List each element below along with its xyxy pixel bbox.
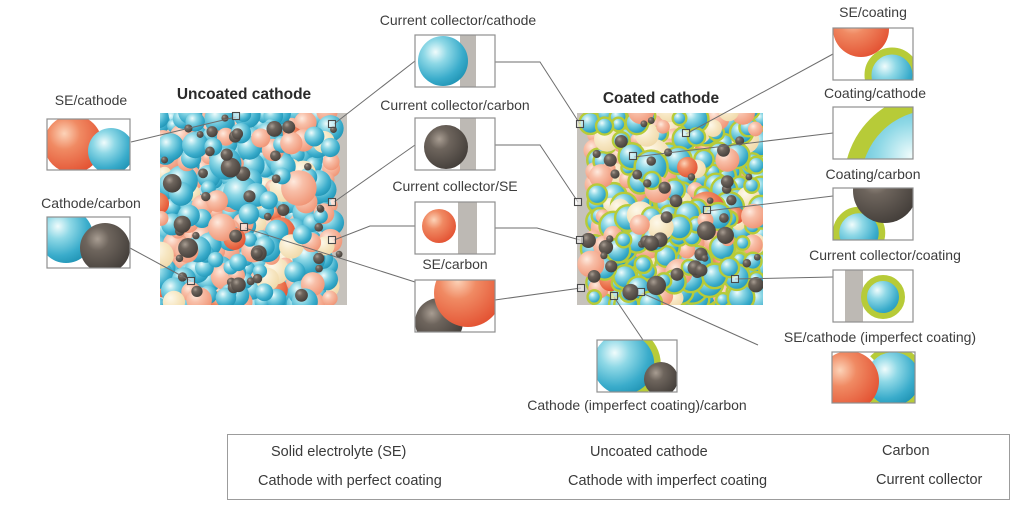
- interface-marker: [327, 119, 337, 129]
- connector-line: [633, 132, 834, 158]
- callout-label-cathode-imperfect-carbon: Cathode (imperfect coating)/carbon: [527, 397, 747, 413]
- interface-marker: [327, 197, 337, 207]
- callout-box-coating-carbon: [832, 187, 914, 241]
- interface-marker: [609, 291, 619, 301]
- connector-line: [706, 195, 834, 212]
- connector-lines: [129, 53, 834, 346]
- connector-line: [495, 227, 581, 241]
- legend-label-uncoated-cathode: Uncoated cathode: [590, 444, 708, 460]
- legend-label-carbon: Carbon: [882, 443, 930, 459]
- interface-markers: [186, 111, 740, 301]
- connector-line: [641, 292, 759, 346]
- callout-box-cc-coating: [832, 269, 914, 323]
- connector-line: [333, 144, 416, 203]
- connector-line: [244, 227, 416, 283]
- interface-marker: [231, 111, 241, 121]
- interface-marker: [576, 283, 586, 293]
- callout-label-se-cathode-imperfect: SE/cathode (imperfect coating): [783, 329, 977, 345]
- legend-box: [227, 434, 1010, 500]
- interface-marker: [681, 128, 691, 138]
- callout-label-cc-carbon: Current collector/carbon: [380, 97, 530, 113]
- callout-box-cathode-carbon: [46, 216, 131, 269]
- callout-box-se-carbon: [414, 279, 496, 333]
- interface-marker: [575, 119, 585, 129]
- uncoated-cathode-title: Uncoated cathode: [176, 86, 312, 103]
- callout-label-se-cathode: SE/cathode: [54, 92, 128, 108]
- interface-marker: [186, 276, 196, 286]
- connector-line: [333, 60, 416, 125]
- interface-marker: [702, 205, 712, 215]
- interface-marker: [636, 287, 646, 297]
- callout-label-cc-coating: Current collector/coating: [809, 247, 961, 263]
- interface-marker: [327, 235, 337, 245]
- callout-label-cc-cathode: Current collector/cathode: [379, 12, 537, 28]
- connector-line: [734, 276, 834, 280]
- callout-label-se-coating: SE/coating: [839, 4, 907, 20]
- callout-box-cathode-imperfect-carbon: [596, 339, 678, 393]
- coated-cathode-micrograph: [577, 113, 763, 305]
- callout-box-se-cathode: [46, 118, 131, 171]
- connector-line: [613, 296, 644, 341]
- callout-box-cc-se: [414, 201, 496, 255]
- connector-line: [129, 247, 192, 282]
- connector-line: [494, 287, 582, 301]
- callout-box-cc-cathode: [414, 34, 496, 88]
- connector-line: [495, 61, 581, 125]
- interface-marker: [575, 235, 585, 245]
- callout-label-cc-se: Current collector/SE: [392, 178, 518, 194]
- interface-marker: [730, 274, 740, 284]
- interface-marker: [628, 151, 638, 161]
- callout-label-se-carbon: SE/carbon: [422, 256, 488, 272]
- coated-cathode-title: Coated cathode: [602, 90, 720, 107]
- legend-label-perfect-coating: Cathode with perfect coating: [258, 473, 442, 489]
- legend-label-current-collector: Current collector: [876, 472, 983, 488]
- legend-label-solid-electrolyte: Solid electrolyte (SE): [271, 444, 407, 460]
- connector-line: [130, 116, 237, 143]
- callout-label-coating-cathode: Coating/cathode: [824, 85, 926, 101]
- connector-line: [495, 144, 579, 203]
- connector-line: [333, 225, 415, 241]
- callout-box-se-cathode-imperfect: [831, 351, 916, 404]
- callout-box-coating-cathode: [832, 106, 914, 160]
- callout-label-coating-carbon: Coating/carbon: [825, 166, 921, 182]
- callout-label-cathode-carbon: Cathode/carbon: [41, 195, 141, 211]
- interface-marker: [573, 197, 583, 207]
- legend-label-imperfect-coating: Cathode with imperfect coating: [568, 473, 768, 489]
- callout-box-se-coating: [832, 27, 914, 81]
- callout-box-cc-carbon: [414, 117, 496, 171]
- interface-marker: [239, 222, 249, 232]
- connector-line: [685, 53, 834, 135]
